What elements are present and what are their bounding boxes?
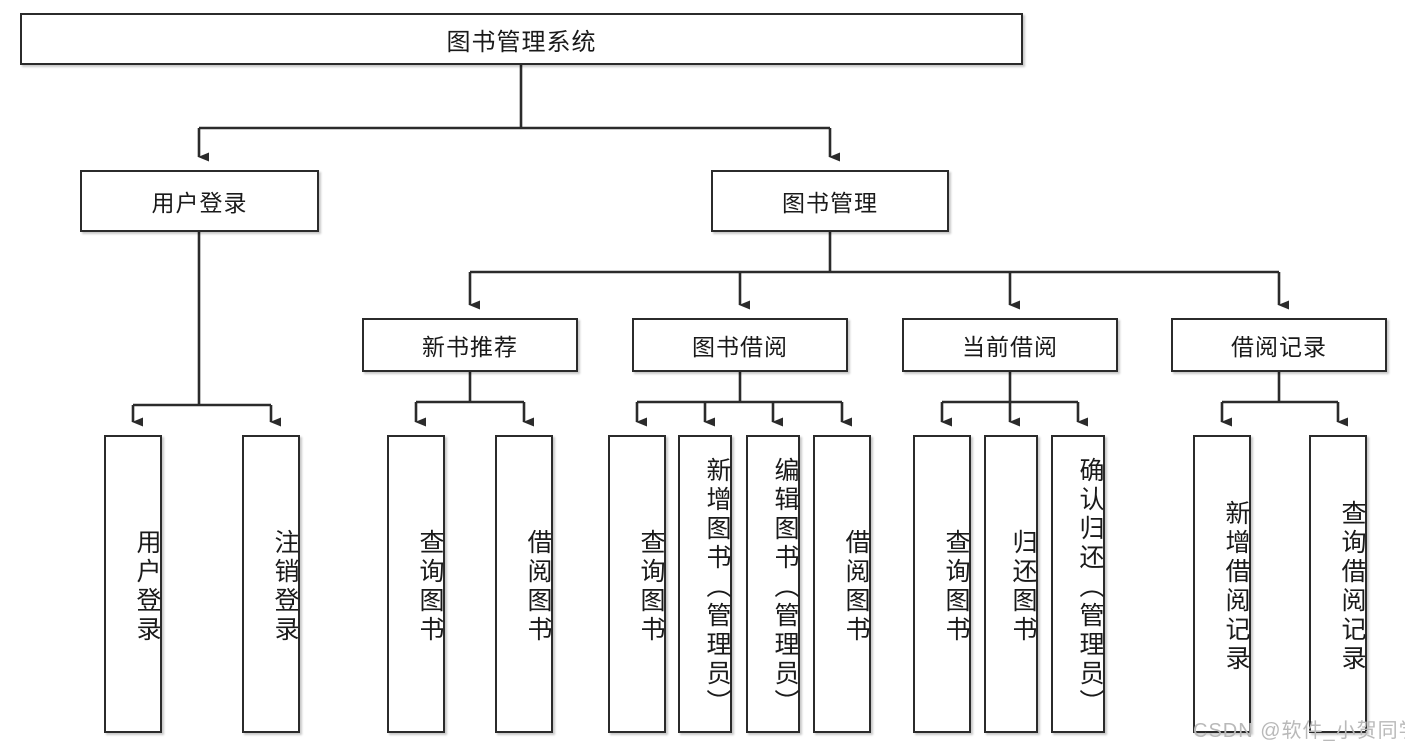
node-label: 当前借阅: [962, 334, 1058, 360]
leaf-query-book-current[interactable]: 查询图书: [913, 435, 971, 733]
node-label: 图书管理: [782, 190, 878, 216]
leaf-query-book-recommend[interactable]: 查询图书: [387, 435, 445, 733]
leaf-query-book-borrow[interactable]: 查询图书: [608, 435, 666, 733]
leaf-user-login[interactable]: 用户登录: [104, 435, 162, 733]
node-label: 图书借阅: [692, 334, 788, 360]
node-label: 用户登录: [133, 529, 161, 645]
node-label: 查询借阅记录: [1338, 500, 1366, 674]
node-current-borrow[interactable]: 当前借阅: [902, 318, 1118, 372]
node-label: 借阅图书: [524, 529, 552, 645]
node-user-login[interactable]: 用户登录: [80, 170, 319, 232]
node-book-management[interactable]: 图书管理: [711, 170, 949, 232]
leaf-query-borrow-record[interactable]: 查询借阅记录: [1309, 435, 1367, 733]
node-label: 查询图书: [637, 529, 665, 645]
leaf-confirm-return-admin[interactable]: 确认归还（管理员）: [1051, 435, 1105, 733]
leaf-borrow-book-recommend[interactable]: 借阅图书: [495, 435, 553, 733]
leaf-logout[interactable]: 注销登录: [242, 435, 300, 733]
node-label: 归还图书: [1009, 529, 1037, 645]
node-label: 新增图书（管理员）: [703, 456, 731, 718]
node-label: 新书推荐: [422, 334, 518, 360]
node-label: 查询图书: [416, 529, 444, 645]
node-label: 编辑图书（管理员）: [771, 456, 799, 718]
node-book-borrow[interactable]: 图书借阅: [632, 318, 848, 372]
node-new-book-recommend[interactable]: 新书推荐: [362, 318, 578, 372]
node-label: 用户登录: [151, 190, 248, 216]
node-root-system[interactable]: 图书管理系统: [20, 13, 1023, 65]
leaf-return-book[interactable]: 归还图书: [984, 435, 1038, 733]
node-borrow-record[interactable]: 借阅记录: [1171, 318, 1387, 372]
node-label: 图书管理系统: [446, 28, 597, 56]
node-label: 查询图书: [942, 529, 970, 645]
leaf-borrow-book[interactable]: 借阅图书: [813, 435, 871, 733]
leaf-add-book-admin[interactable]: 新增图书（管理员）: [678, 435, 732, 733]
node-label: 借阅记录: [1231, 334, 1327, 360]
node-label: 注销登录: [271, 529, 299, 645]
csdn-watermark: CSDN @软件_小贺同学: [1193, 720, 1405, 742]
leaf-edit-book-admin[interactable]: 编辑图书（管理员）: [746, 435, 800, 733]
node-label: 借阅图书: [842, 529, 870, 645]
node-label: 确认归还（管理员）: [1076, 456, 1104, 718]
node-label: 新增借阅记录: [1222, 500, 1250, 674]
leaf-add-borrow-record[interactable]: 新增借阅记录: [1193, 435, 1251, 733]
